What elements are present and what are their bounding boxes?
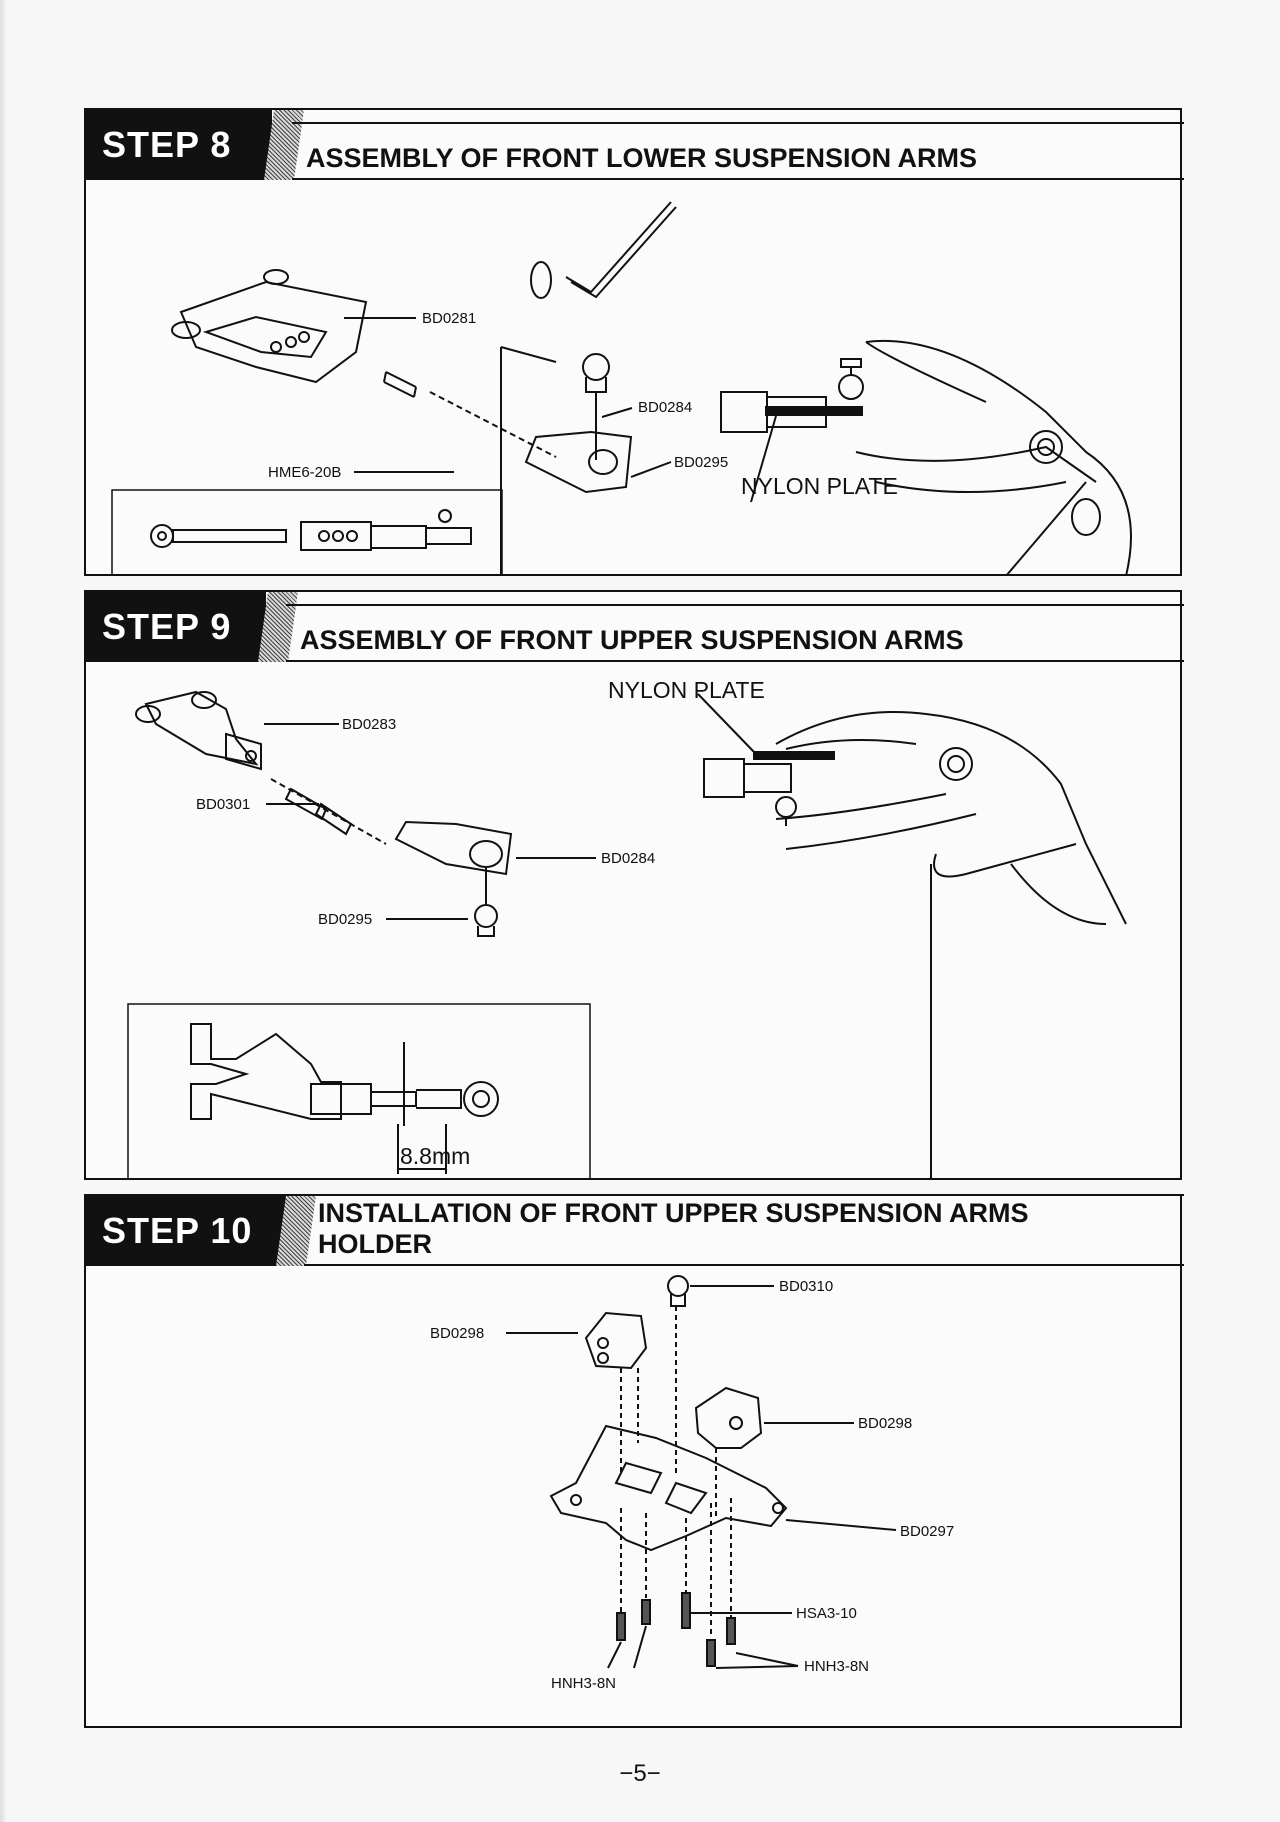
step-8-diagram: BD0281 BD0295 HME6-20B BD0284 NYLON PLAT… [111, 201, 1132, 576]
rod-end-part [524, 430, 633, 494]
step-9-panel: STEP 9 ASSEMBLY OF FRONT UPPER SUSPENSIO… [84, 590, 1184, 1180]
step-9-header: STEP 9 ASSEMBLY OF FRONT UPPER SUSPENSIO… [86, 592, 1184, 662]
screws-group [616, 1498, 736, 1667]
label-hnh3-8n-left: HNH3-8N [551, 1675, 616, 1692]
step-10-header: STEP 10 INSTALLATION OF FRONT UPPER SUSP… [86, 1194, 1184, 1266]
label-hnh3-8n-right: HNH3-8N [804, 1658, 869, 1675]
step-9-diagram: BD0283 BD0301 BD0284 BD0295 NYLON PLATE … [127, 677, 1127, 1180]
lower-arm-part [179, 280, 368, 384]
label-hme6-20b: HME6-20B [268, 464, 341, 481]
step-10-panel: STEP 10 INSTALLATION OF FRONT UPPER SUSP… [84, 1194, 1184, 1728]
step-10-title-box: INSTALLATION OF FRONT UPPER SUSPENSION A… [304, 1194, 1184, 1266]
label-bd0298-left: BD0298 [430, 1325, 484, 1342]
label-bd0310: BD0310 [779, 1278, 833, 1295]
label-bd0284-s9: BD0284 [601, 850, 655, 867]
label-bd0295-s8: BD0295 [674, 454, 728, 471]
dimension-label: 8.8mm [400, 1143, 470, 1169]
set-screw-part [383, 371, 417, 398]
label-bd0295-s9: BD0295 [318, 911, 372, 928]
hex-wrench-part [565, 201, 672, 294]
label-bd0298-right: BD0298 [858, 1415, 912, 1432]
holder-left-part [584, 1311, 648, 1370]
upper-arm-part [144, 690, 259, 766]
step-8-header: STEP 8 ASSEMBLY OF FRONT LOWER SUSPENSIO… [86, 110, 1184, 180]
page-number: −5− [619, 1760, 661, 1787]
label-bd0284-s8: BD0284 [638, 399, 692, 416]
label-bd0281: BD0281 [422, 310, 476, 327]
holder-right-part [694, 1386, 763, 1449]
step-8-badge: STEP 8 [86, 110, 272, 180]
step-10-badge: STEP 10 [86, 1196, 286, 1266]
plate-bd0297 [549, 1424, 788, 1552]
nylon-plate-note-s9: NYLON PLATE [608, 677, 765, 703]
step-8-panel: STEP 8 ASSEMBLY OF FRONT LOWER SUSPENSIO… [84, 108, 1184, 576]
label-bd0301: BD0301 [196, 796, 250, 813]
ball-stud-part [582, 353, 610, 381]
pliers-step-9 [697, 693, 1127, 1180]
label-hsa3-10: HSA3-10 [796, 1605, 857, 1622]
rod-end-part-s9 [394, 820, 513, 876]
step-9-title: ASSEMBLY OF FRONT UPPER SUSPENSION ARMS [300, 625, 964, 655]
step-10-title: INSTALLATION OF FRONT UPPER SUSPENSION A… [318, 1198, 1029, 1259]
step-10-diagram: BD0310 BD0298 BD0298 BD0297 HSA3-10 HNH3… [430, 1275, 954, 1692]
step-9-title-box: ASSEMBLY OF FRONT UPPER SUSPENSION ARMS [286, 604, 1184, 662]
ball-stud-bd0310 [667, 1275, 689, 1297]
pliers-step-8 [720, 339, 1132, 576]
label-bd0283: BD0283 [342, 716, 396, 733]
step-8-title: ASSEMBLY OF FRONT LOWER SUSPENSION ARMS [306, 143, 978, 173]
scan-edge-left [0, 0, 6, 1822]
step-8-title-box: ASSEMBLY OF FRONT LOWER SUSPENSION ARMS [292, 122, 1184, 180]
inset-lower-arm-detail [150, 509, 472, 551]
ball-stud-part-s9 [474, 904, 498, 928]
inset-upper-arm-detail [190, 1023, 499, 1174]
step-9-badge: STEP 9 [86, 592, 266, 662]
nylon-plate-note-s8: NYLON PLATE [741, 473, 898, 499]
label-bd0297: BD0297 [900, 1523, 954, 1540]
